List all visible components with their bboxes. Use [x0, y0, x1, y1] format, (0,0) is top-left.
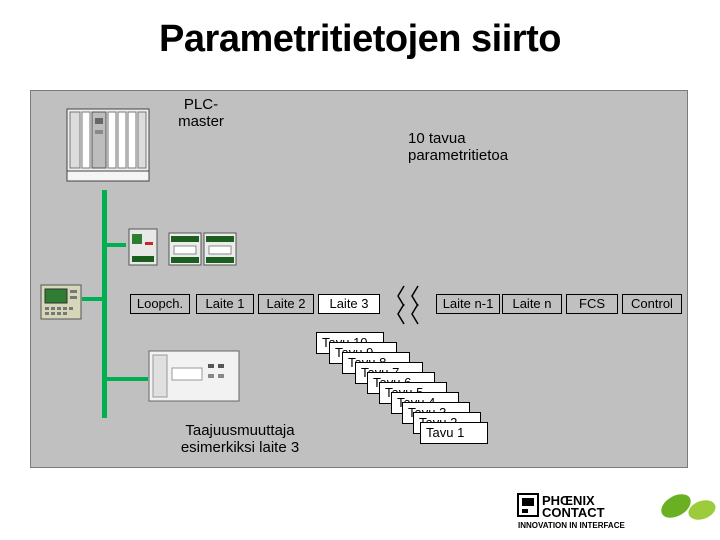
io-module-a: [128, 228, 158, 266]
operator-panel-icon: [40, 284, 82, 320]
phoenix-contact-logo: PHŒNIX CONTACT INNOVATION IN INTERFACE: [516, 492, 716, 532]
logo-line-2: CONTACT: [542, 505, 605, 520]
interruption-mark: [392, 282, 432, 326]
fieldbus-trunk: [102, 190, 107, 418]
bus-box-fcs: FCS: [566, 294, 618, 314]
bus-box-laite-3: Laite 3: [318, 294, 380, 314]
io-module-b: [168, 232, 202, 266]
byte-box-1: Tavu 1: [420, 422, 488, 444]
bus-box-laite-2: Laite 2: [258, 294, 314, 314]
plc-master-device: [66, 108, 150, 182]
bus-box-laite-1: Laite 1: [196, 294, 254, 314]
fieldbus-branch-io: [102, 243, 126, 247]
fieldbus-branch-drive: [102, 377, 148, 381]
bus-box-loopch: Loopch.: [130, 294, 190, 314]
plc-master-label: PLC- master: [178, 96, 224, 130]
bytes-note: 10 tavua parametritietoa: [408, 130, 509, 164]
logo-line-1: PHŒNIX: [542, 493, 595, 508]
logo-tagline: INNOVATION IN INTERFACE: [518, 521, 625, 530]
hmi-panel-device: [40, 284, 82, 320]
bus-box-laite-n-1: Laite n-1: [436, 294, 500, 314]
page-title: Parametritietojen siirto: [159, 18, 561, 60]
io-module-c: [203, 232, 237, 266]
frequency-converter-device: [148, 350, 240, 402]
bus-box-control: Control: [622, 294, 682, 314]
plc-rack-icon: [66, 108, 150, 182]
fieldbus-branch-hmi: [82, 297, 106, 301]
bus-box-laite-n: Laite n: [502, 294, 562, 314]
frequency-converter-caption: Taajuusmuuttaja esimerkiksi laite 3: [180, 422, 300, 456]
